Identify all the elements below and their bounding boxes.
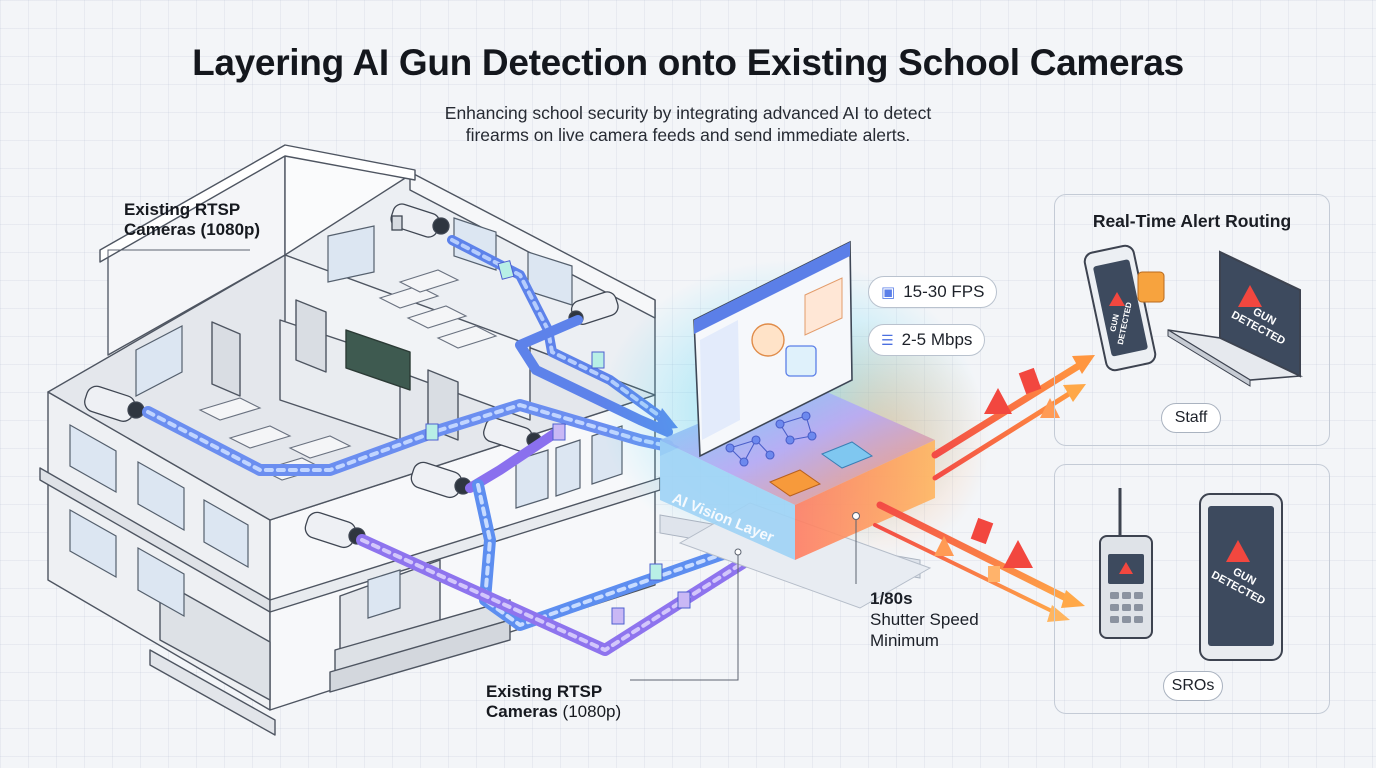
callout-bottom-rtsp-cameras: Existing RTSP Cameras (1080p) <box>486 682 621 722</box>
staff-alert-panel: Real-Time Alert Routing Staff <box>1054 194 1330 446</box>
shutter-speed-callout: 1/80s Shutter Speed Minimum <box>870 588 979 651</box>
subtitle-line-1: Enhancing school security by integrating… <box>444 103 932 123</box>
subtitle-line-2: firearms on live camera feeds and send i… <box>465 125 911 145</box>
fps-badge: ▣ 15-30 FPS <box>868 276 998 308</box>
school-windows <box>69 217 623 619</box>
ai-vision-layer <box>600 240 990 609</box>
camera-icon <box>568 291 619 326</box>
staff-devices <box>1083 244 1304 661</box>
page-title: Layering AI Gun Detection onto Existing … <box>192 42 1184 83</box>
sros-label: SROs <box>1163 671 1223 701</box>
callout-bottom-line1: Existing RTSP <box>486 682 603 701</box>
callout-bottom-line2-bold: Cameras <box>486 702 558 721</box>
callout-top-line2: Cameras (1080p) <box>124 220 261 239</box>
bandwidth-badge: ☰ 2-5 Mbps <box>868 324 986 356</box>
school-building <box>39 144 661 736</box>
shutter-value: 1/80s <box>870 589 913 608</box>
alert-panel-title: Real-Time Alert Routing <box>1092 211 1292 231</box>
shutter-line-2: Shutter Speed <box>870 610 979 629</box>
cube-icon: ▣ <box>881 284 896 301</box>
warning-icons <box>934 367 1060 582</box>
data-packet-icons <box>425 260 691 625</box>
sros-alert-panel: SROs <box>1054 464 1330 714</box>
staff-label: Staff <box>1161 403 1221 433</box>
fps-value: 15-30 FPS <box>903 282 985 301</box>
shutter-line-3: Minimum <box>870 631 939 650</box>
callout-bottom-line2-rest: (1080p) <box>557 702 622 721</box>
classroom-desks <box>198 269 498 481</box>
callout-top-line1: Existing RTSP <box>124 200 241 219</box>
callout-top-rtsp-cameras: Existing RTSP Cameras (1080p) <box>124 200 260 240</box>
page-subtitle: Enhancing school security by integrating… <box>388 102 988 146</box>
camera-icon <box>390 203 450 238</box>
bandwidth-value: 2-5 Mbps <box>901 330 973 349</box>
callout-lines <box>107 249 860 681</box>
camera-icon <box>84 385 145 422</box>
wifi-icon: ☰ <box>881 331 894 348</box>
